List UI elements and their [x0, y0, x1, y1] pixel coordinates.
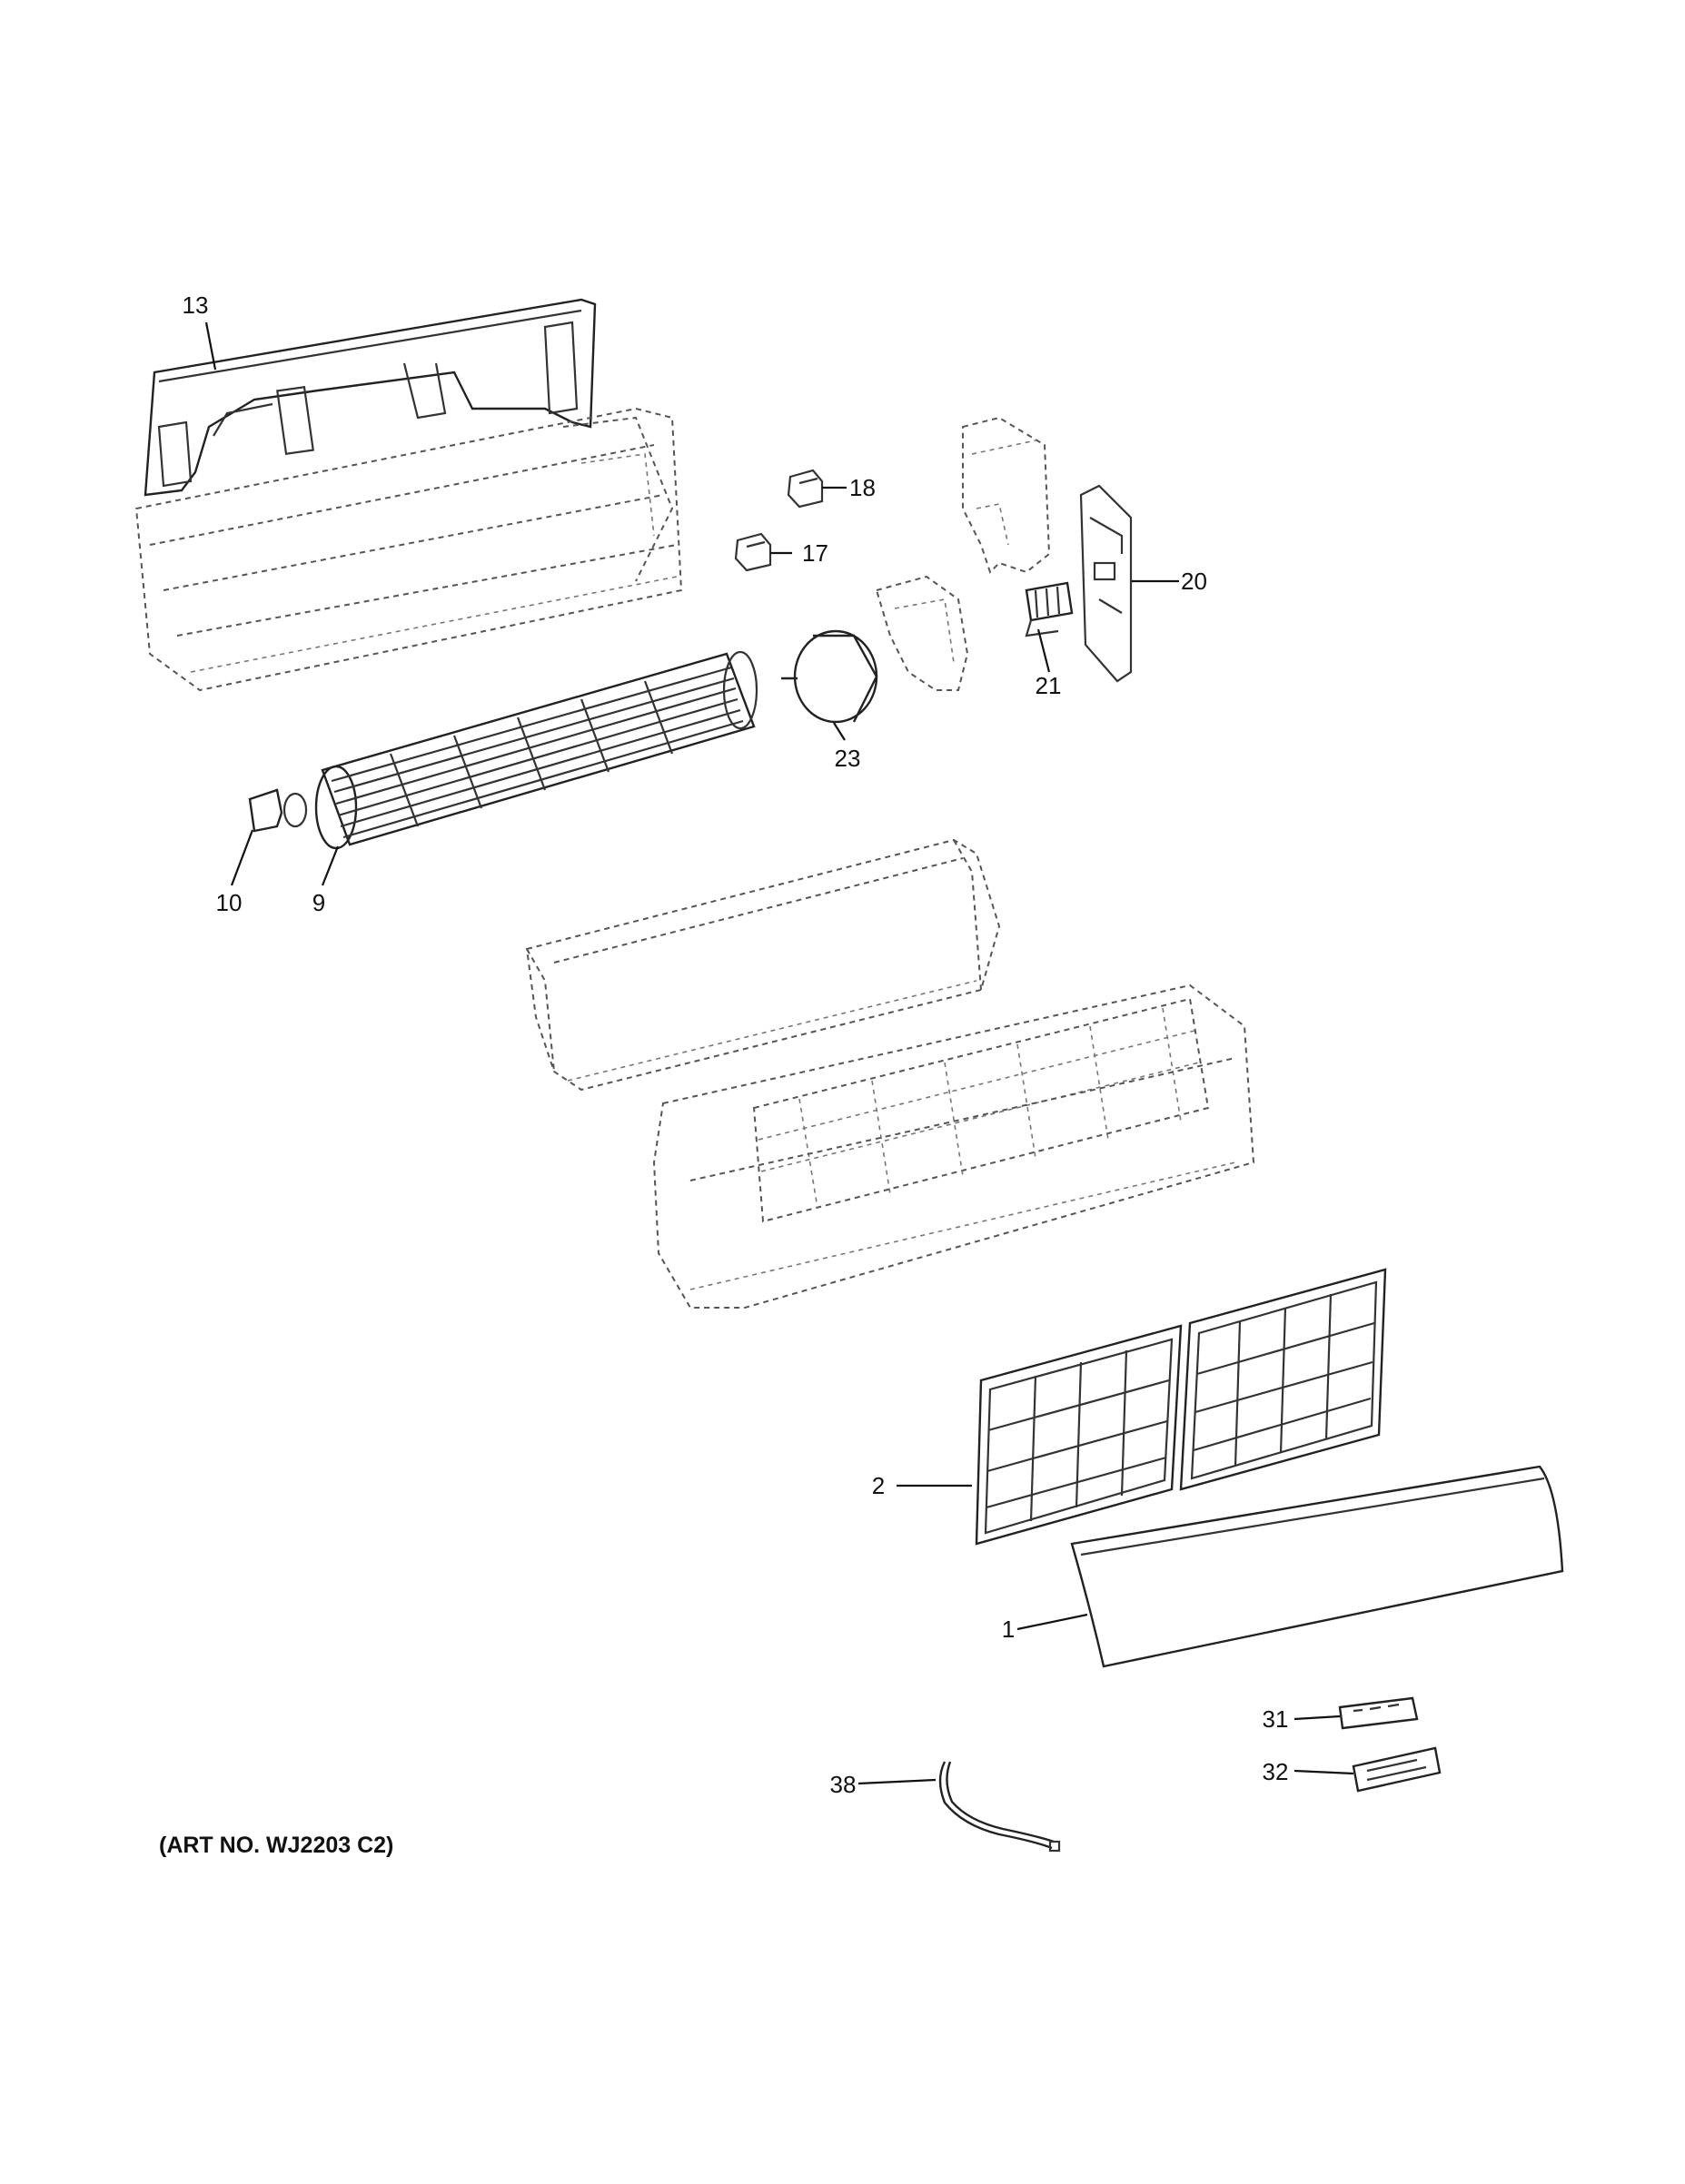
part-1-front-panel — [1070, 1465, 1564, 1668]
part-21-terminal-block — [1025, 581, 1074, 637]
callout-9: 9 — [312, 889, 325, 916]
leader-10 — [230, 829, 254, 886]
motor-bracket — [875, 575, 969, 691]
part-9-blower-wheel — [314, 650, 758, 850]
part-13-mounting-plate — [144, 298, 597, 497]
callout-17: 17 — [802, 539, 828, 567]
part-10-bearing — [248, 788, 308, 833]
leader-31 — [1293, 1715, 1341, 1721]
front-frame — [652, 983, 1255, 1309]
callout-2: 2 — [872, 1472, 885, 1499]
leader-32 — [1293, 1769, 1354, 1775]
leader-lines — [204, 321, 1354, 1785]
callout-10: 10 — [216, 889, 243, 916]
callout-1: 1 — [1002, 1616, 1015, 1643]
leader-13 — [204, 321, 217, 371]
leader-38 — [857, 1778, 937, 1785]
part-31-display-board — [1338, 1696, 1419, 1730]
callout-13: 13 — [183, 292, 209, 319]
callout-20: 20 — [1181, 568, 1207, 595]
callout-38: 38 — [830, 1771, 857, 1798]
callout-labels: 13 18 17 20 21 23 10 9 2 1 31 32 38 — [183, 292, 1289, 1798]
callout-32: 32 — [1263, 1758, 1289, 1785]
leader-1 — [1016, 1613, 1088, 1631]
part-2-air-filters — [975, 1268, 1387, 1546]
leader-9 — [321, 845, 340, 886]
part-17 — [734, 532, 772, 572]
callout-18: 18 — [849, 474, 876, 501]
part-38-wire-harness — [938, 1761, 1061, 1853]
leader-21 — [1036, 628, 1051, 673]
part-20-control-board — [1079, 484, 1133, 683]
callout-21: 21 — [1036, 672, 1062, 699]
electrical-box — [962, 416, 1051, 574]
art-number-label: (ART NO. WJ2203 C2) — [159, 1833, 393, 1858]
callout-31: 31 — [1263, 1705, 1289, 1733]
callout-23: 23 — [835, 745, 861, 772]
part-23-fan-motor — [781, 629, 878, 724]
evaporator-coil — [525, 838, 1001, 1092]
part-32-receiver-board — [1352, 1746, 1442, 1793]
part-18 — [787, 469, 824, 509]
chassis-housing — [134, 407, 683, 692]
leader-23 — [833, 722, 846, 741]
